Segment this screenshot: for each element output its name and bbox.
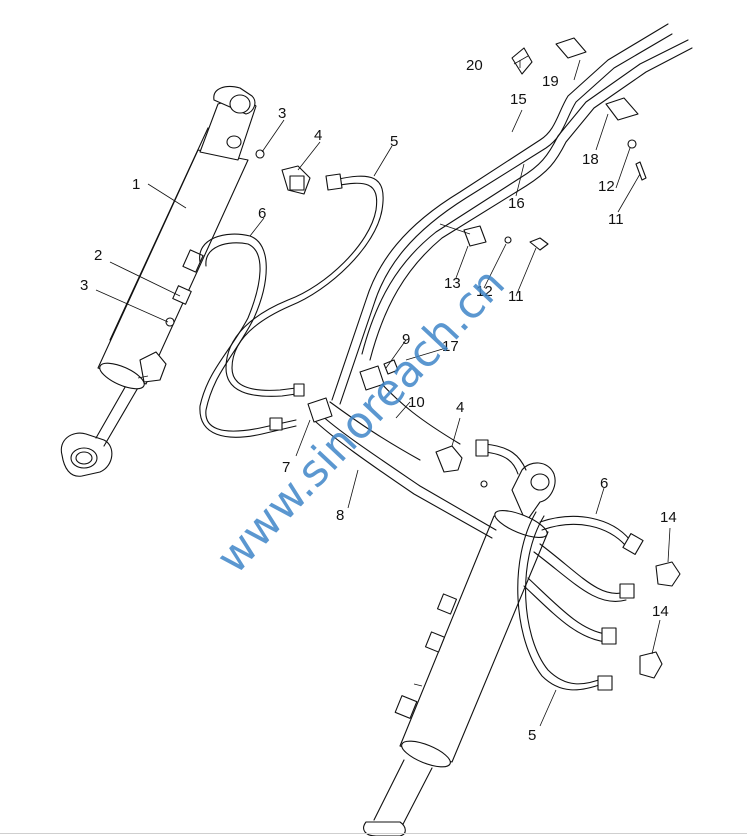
callout-12-right: 12 xyxy=(598,178,615,195)
left-hydraulic-cylinder xyxy=(60,85,257,477)
watermark-text: www.sinoreach.cn xyxy=(207,258,515,583)
callout-19: 19 xyxy=(542,73,559,90)
callout-5-upper: 5 xyxy=(390,133,398,150)
callout-4-lower: 4 xyxy=(456,399,464,416)
callout-14-lower: 14 xyxy=(652,603,669,620)
callout-11-center: 11 xyxy=(508,288,524,305)
callout-1: 1 xyxy=(132,176,140,193)
callout-2: 2 xyxy=(94,247,102,264)
callout-10: 10 xyxy=(408,394,425,411)
callout-17: 17 xyxy=(442,338,459,355)
leader-lines xyxy=(95,59,671,727)
hose-lines xyxy=(199,23,693,691)
callout-16: 16 xyxy=(508,195,525,212)
callout-3-lower: 3 xyxy=(80,277,88,294)
callout-13: 13 xyxy=(444,275,461,292)
callout-8: 8 xyxy=(336,507,344,524)
callout-6-right: 6 xyxy=(600,475,608,492)
callout-5-lower: 5 xyxy=(528,727,536,744)
callout-6-left: 6 xyxy=(258,205,266,222)
callout-11-right: 11 xyxy=(608,211,624,228)
callout-3-upper: 3 xyxy=(278,105,286,122)
callout-12-center: 12 xyxy=(476,283,493,300)
callout-4-upper: 4 xyxy=(314,127,322,144)
callout-9: 9 xyxy=(402,331,410,348)
callout-14-upper: 14 xyxy=(660,509,677,526)
callout-20: 20 xyxy=(466,57,483,74)
callout-numbers: 1 2 3 3 4 4 5 5 6 6 7 8 9 10 11 11 12 12… xyxy=(80,57,677,744)
right-hydraulic-cylinder xyxy=(363,462,556,836)
callout-15: 15 xyxy=(510,91,527,108)
callout-18: 18 xyxy=(582,151,599,168)
bottom-border xyxy=(0,833,747,834)
fittings xyxy=(165,37,681,691)
callout-7: 7 xyxy=(282,459,290,476)
